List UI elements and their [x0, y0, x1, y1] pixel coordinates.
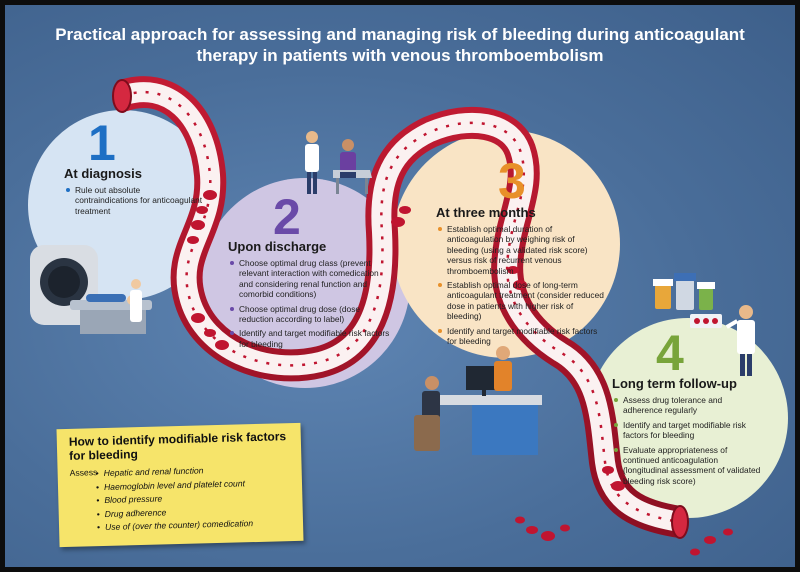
blood-vessel-icon	[112, 76, 689, 539]
stage-1-title: At diagnosis	[64, 166, 143, 181]
stage-3-item: Establish optimal duration of anticoagul…	[438, 224, 604, 276]
stage-4-list: Assess drug tolerance and adherence regu…	[614, 395, 764, 490]
stage-2-number: 2	[273, 189, 301, 245]
stage-2-item: Choose optimal drug class (prevent relev…	[230, 258, 390, 300]
risk-factors-note: How to identify modifiable risk factors …	[56, 422, 304, 548]
stage-3-list: Establish optimal duration of anticoagul…	[438, 224, 604, 350]
stage-3-item: Establish optimal dose of long-term anti…	[438, 280, 604, 322]
stage-2-title: Upon discharge	[228, 239, 327, 254]
stage-3-number: 3	[498, 153, 526, 209]
pill-bottles-icon	[653, 273, 722, 328]
stage-4-title: Long term follow-up	[612, 376, 737, 391]
risk-factors-list: Hepatic and renal function Haemoglobin l…	[96, 463, 254, 535]
stage-2-item: Identify and target modifiable risk fact…	[230, 328, 390, 349]
risk-factors-title: How to identify modifiable risk factors …	[68, 429, 287, 463]
title-line-2: therapy in patients with venous thromboe…	[196, 46, 604, 65]
page-title: Practical approach for assessing and man…	[40, 24, 760, 66]
stage-2-list: Choose optimal drug class (prevent relev…	[230, 258, 390, 353]
stage-4-number: 4	[656, 325, 684, 381]
stage-1-item: Rule out absolute contraindications for …	[66, 185, 204, 216]
stage-4-item: Identify and target modifiable risk fact…	[614, 420, 764, 441]
doctor-patient-icon	[305, 131, 372, 194]
stage-2-item: Choose optimal drug dose (dose reduction…	[230, 304, 390, 325]
title-line-1: Practical approach for assessing and man…	[55, 25, 745, 44]
stage-3-item: Identify and target modifiable risk fact…	[438, 326, 604, 347]
stage-4-item: Assess drug tolerance and adherence regu…	[614, 395, 764, 416]
desk-consultation-icon	[414, 346, 542, 455]
stage-3-title: At three months	[436, 205, 536, 220]
stage-4-item: Evaluate appropriateness of continued an…	[614, 445, 764, 487]
risk-factor-item: Use of (over the counter) comedication	[97, 517, 253, 535]
red-blood-cell-icon	[187, 190, 733, 556]
stage-1-number: 1	[88, 115, 116, 171]
pharmacist-icon	[725, 305, 755, 376]
stage-1-list: Rule out absolute contraindications for …	[66, 185, 204, 220]
mri-scanner-icon	[30, 245, 152, 334]
assess-label: Assess	[69, 467, 98, 478]
